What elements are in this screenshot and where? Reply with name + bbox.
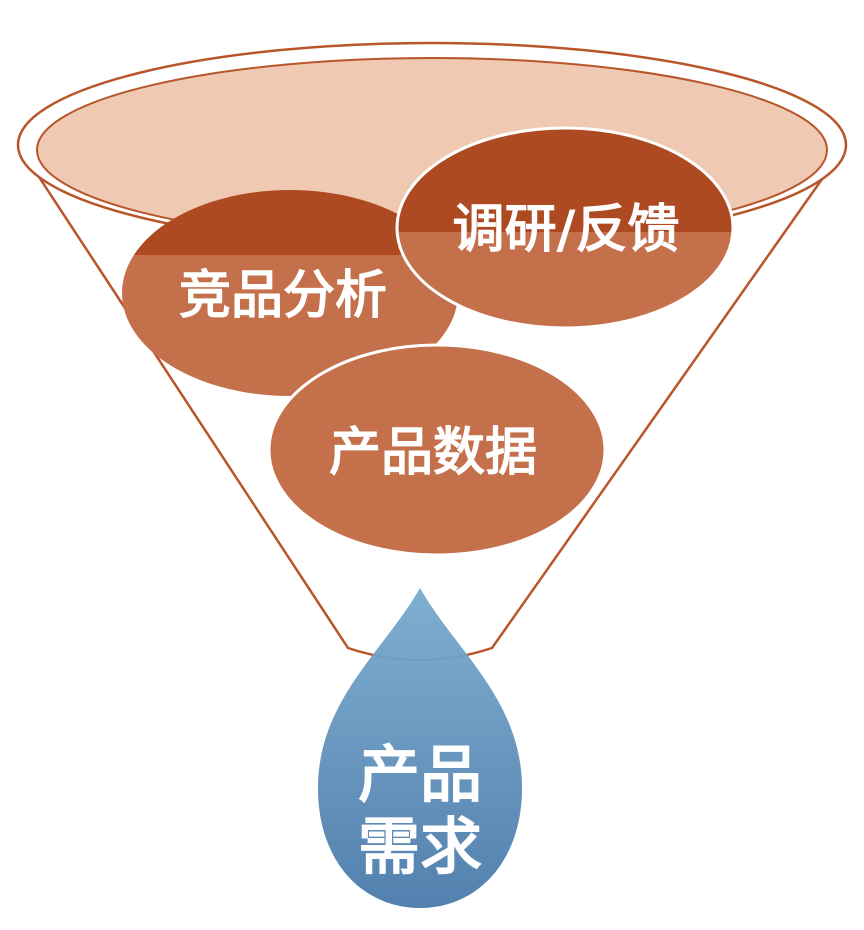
label-research-feedback: 调研/反馈 <box>453 200 680 260</box>
output-label-line1: 产品 <box>358 738 482 811</box>
bubble-product-data <box>267 343 607 557</box>
label-product-data: 产品数据 <box>329 423 537 483</box>
bubble-research-feedback <box>395 126 735 330</box>
output-drop <box>318 588 522 908</box>
output-label-line2: 需求 <box>358 810 482 883</box>
label-competitor-analysis: 竞品分析 <box>179 266 387 326</box>
